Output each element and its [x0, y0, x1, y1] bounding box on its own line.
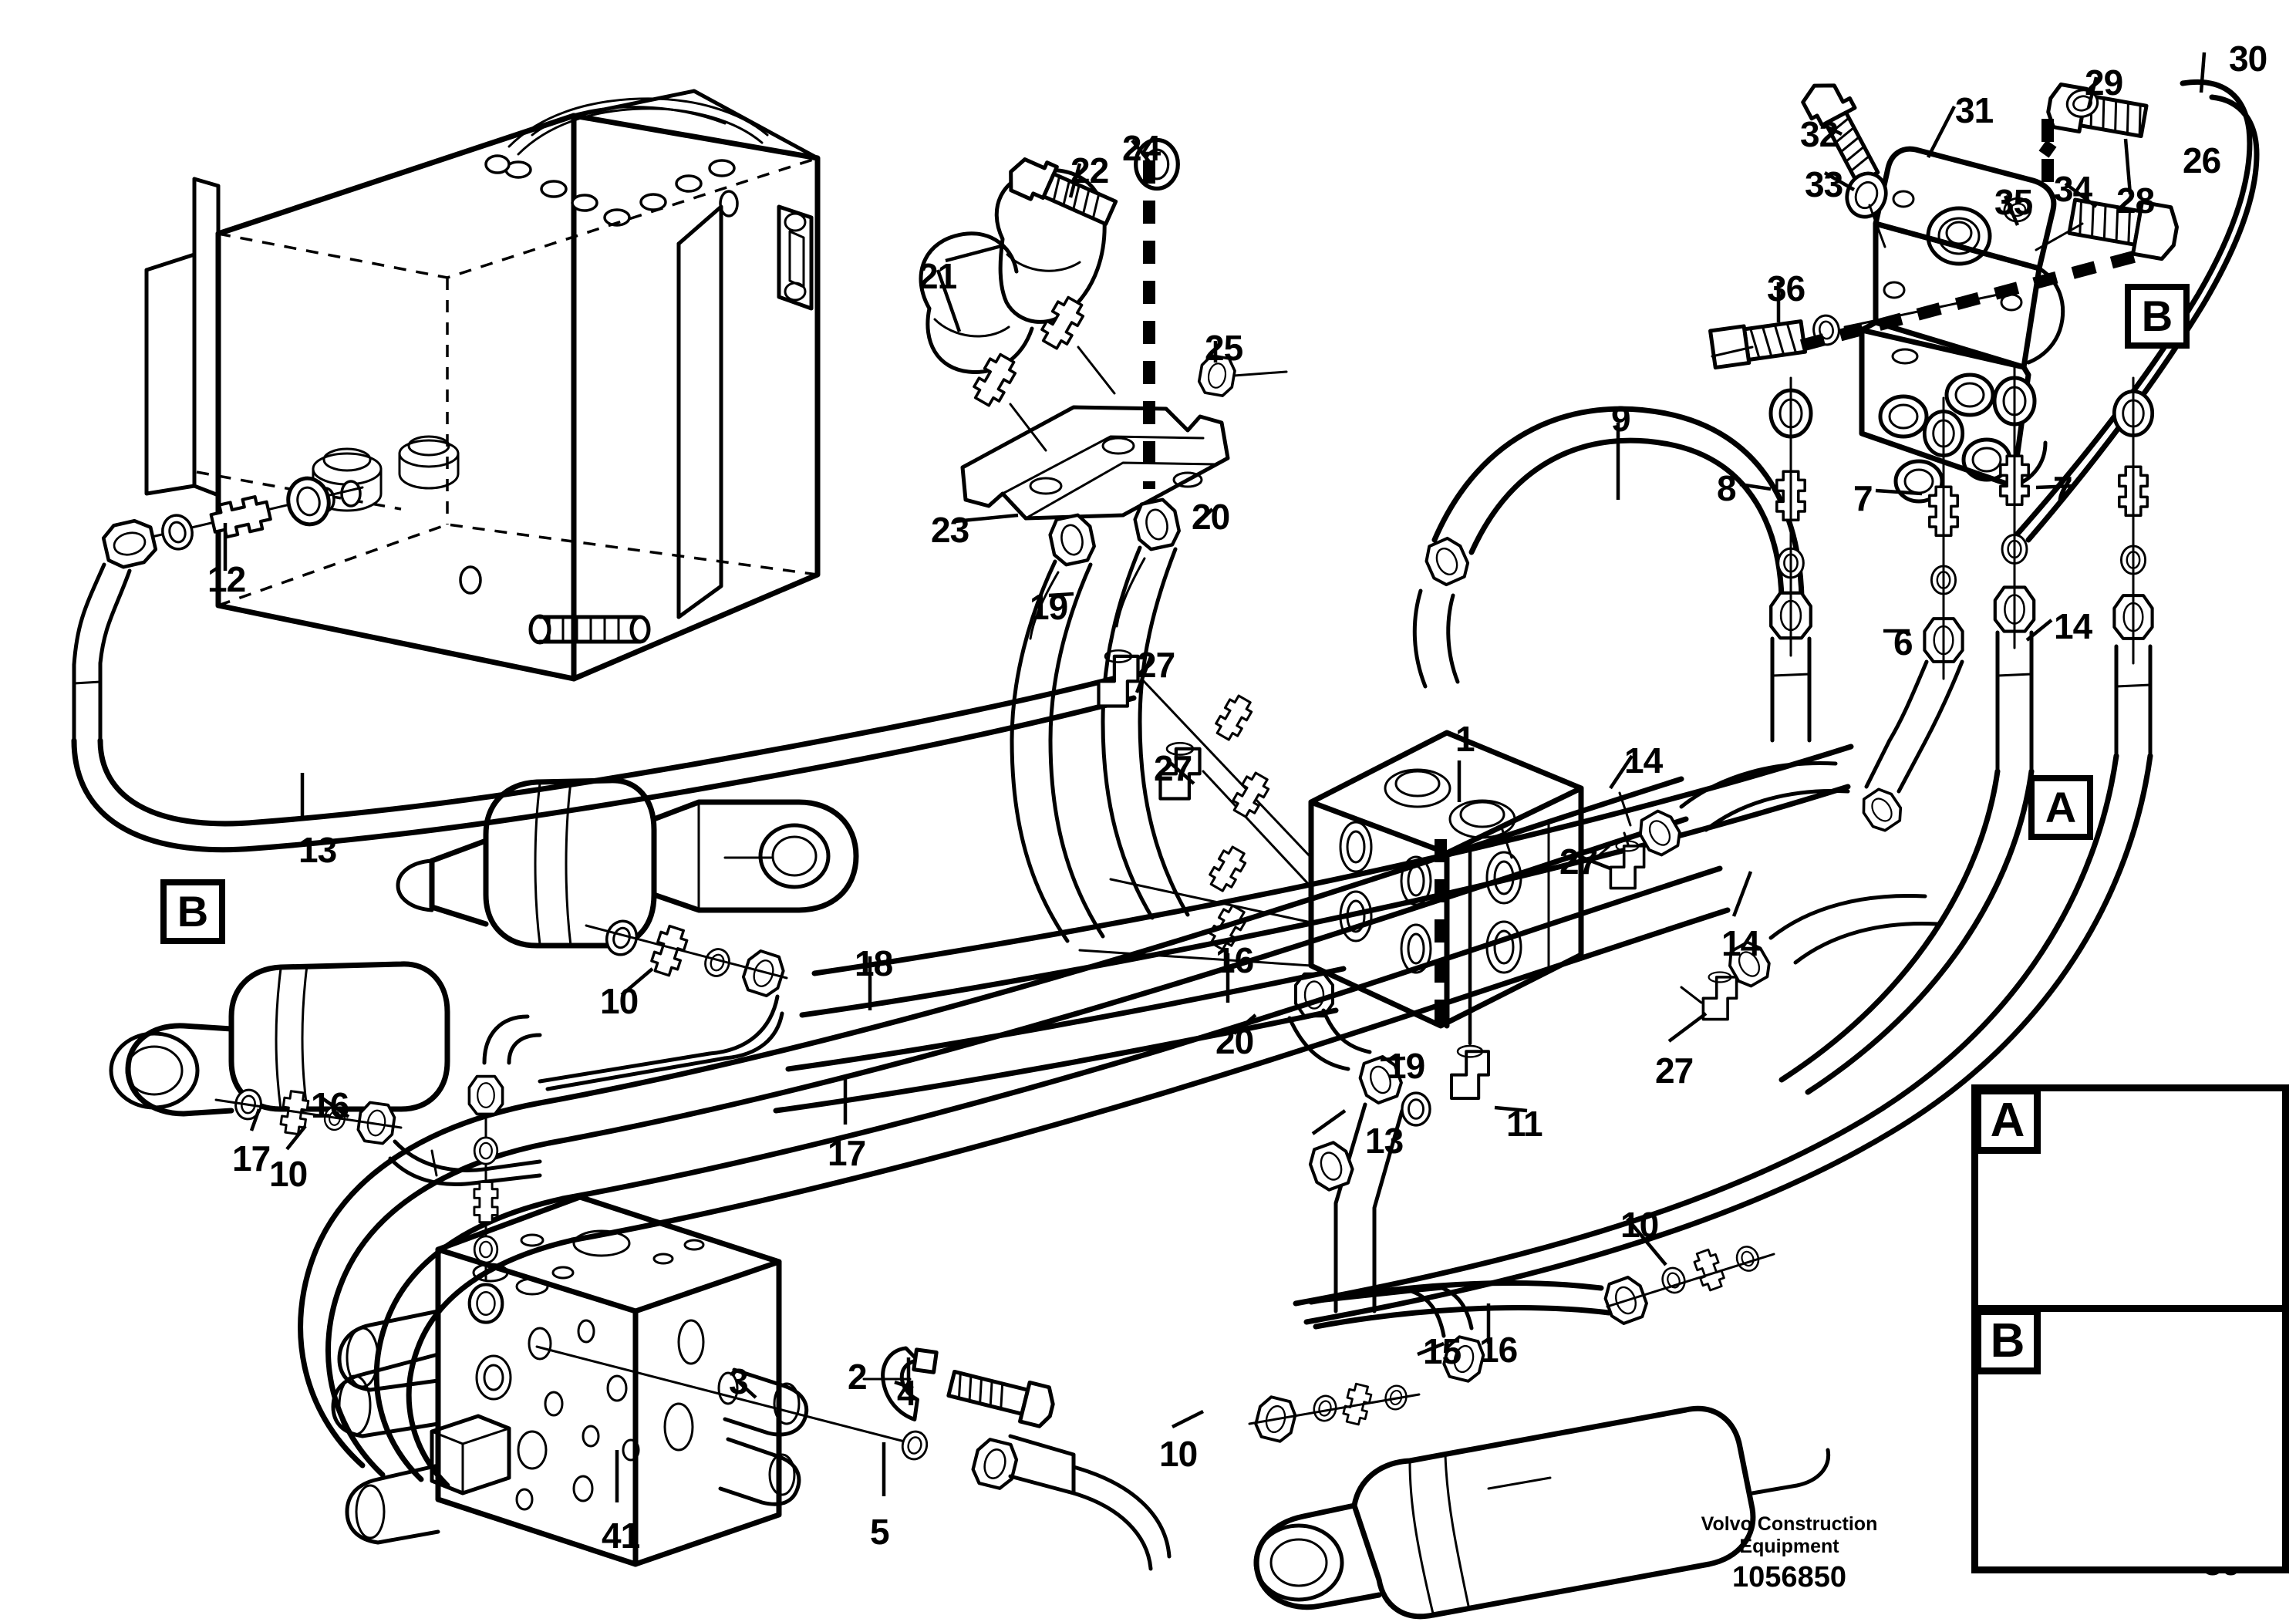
hydraulic-tank	[147, 91, 818, 679]
callout-13b: 13	[1365, 1123, 1403, 1158]
callout-7a: 7	[1853, 481, 1873, 516]
callout-26: 26	[2183, 143, 2220, 178]
callout-27c: 27	[1559, 844, 1597, 879]
callout-19b: 19	[1387, 1048, 1424, 1084]
callout-32: 32	[1800, 116, 1838, 152]
callout-10a: 10	[600, 983, 638, 1019]
callout-29: 29	[2085, 65, 2122, 100]
reference-badge-b-upper-right: B	[2125, 284, 2190, 349]
callout-20b: 20	[1215, 1023, 1253, 1059]
callout-28: 28	[2116, 183, 2154, 218]
reference-badge-b-left: B	[160, 879, 225, 944]
callout-22: 22	[1070, 153, 1108, 188]
callout-9: 9	[1611, 401, 1630, 437]
callout-3: 3	[729, 1364, 748, 1399]
callout-17b: 17	[828, 1135, 865, 1171]
callout-10d: 10	[1159, 1436, 1197, 1472]
callout-7b: 7	[2053, 471, 2072, 507]
callout-8: 8	[1717, 470, 1736, 506]
callout-13a: 13	[298, 832, 336, 868]
callout-10b: 10	[269, 1156, 307, 1192]
callout-14c: 14	[1721, 926, 1759, 961]
footer-block: Volvo Construction Equipment 1056850	[1681, 1513, 1897, 1594]
callout-25: 25	[1205, 330, 1242, 366]
callout-27b: 27	[1154, 750, 1192, 786]
callout-4: 4	[897, 1375, 916, 1411]
callout-20a: 20	[1192, 499, 1229, 534]
callout-23: 23	[931, 512, 969, 548]
callout-11: 11	[1506, 1106, 1542, 1141]
callout-14a: 14	[2054, 609, 2092, 644]
callout-27d: 27	[1655, 1053, 1693, 1088]
callout-30: 30	[2229, 41, 2267, 76]
detail-view-a-label: A	[1974, 1088, 2041, 1154]
callout-33: 33	[1805, 167, 1843, 202]
callout-1: 1	[1455, 721, 1475, 757]
callout-10c: 10	[1620, 1207, 1658, 1243]
hose-9	[1414, 409, 1802, 686]
control-valve-41	[333, 1197, 1169, 1569]
callout-5: 5	[870, 1514, 889, 1549]
callout-21: 21	[919, 258, 956, 294]
callout-2: 2	[848, 1359, 867, 1394]
callout-16c: 16	[1479, 1332, 1517, 1367]
callout-35: 35	[1994, 184, 2032, 220]
callout-6: 6	[1893, 625, 1913, 660]
callout-36: 36	[1767, 271, 1805, 306]
callout-31: 31	[1955, 93, 1993, 128]
callout-19a: 19	[1030, 589, 1067, 625]
callout-16a: 16	[1215, 943, 1253, 978]
brand-line-1: Volvo Construction	[1681, 1513, 1897, 1536]
brand-line-2: Equipment	[1681, 1536, 1897, 1558]
part-number: 1056850	[1681, 1561, 1897, 1594]
callout-27a: 27	[1137, 647, 1175, 683]
callout-15: 15	[1423, 1334, 1461, 1369]
callout-12: 12	[207, 561, 245, 597]
callout-17a: 17	[232, 1141, 270, 1176]
reference-badge-a-right: A	[2028, 775, 2093, 840]
callout-16b: 16	[311, 1088, 349, 1123]
callout-34: 34	[2054, 171, 2092, 207]
callout-14b: 14	[1624, 743, 1662, 778]
detail-view-b-label: B	[1974, 1308, 2041, 1374]
callout-41: 41	[602, 1518, 639, 1553]
callout-24: 24	[1122, 130, 1160, 166]
hose-13	[74, 674, 1134, 850]
callout-18: 18	[855, 946, 892, 981]
